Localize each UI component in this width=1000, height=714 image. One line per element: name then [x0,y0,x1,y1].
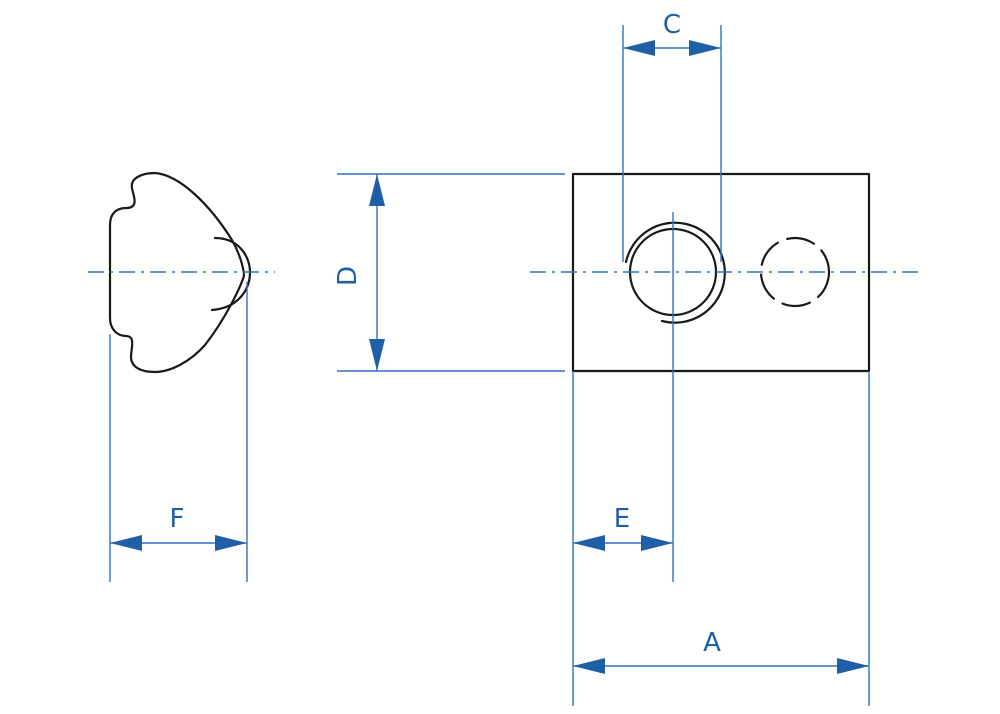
dim-a-arrow-left [573,658,605,674]
dim-d-arrow-bottom [369,339,385,371]
dim-d-label: D [333,266,363,286]
hidden-hole [759,236,831,308]
dim-c-arrow-right [689,40,721,56]
dim-d-arrow-top [369,174,385,206]
threaded-hole-thread-arc [624,221,726,324]
dim-a-arrow-right [837,658,869,674]
dim-f-arrow-left [110,535,142,551]
dim-c-label: C [663,10,681,40]
dim-e-arrow-left [573,535,605,551]
side-view-body [108,171,246,374]
dim-a-label: A [703,628,721,658]
front-view: D C E A [333,10,922,706]
side-view: F [88,171,275,582]
dim-f-label: F [170,504,185,534]
dim-f-arrow-right [215,535,247,551]
dim-c-arrow-left [623,40,655,56]
dim-e-arrow-right [641,535,673,551]
dim-e-label: E [614,504,630,534]
